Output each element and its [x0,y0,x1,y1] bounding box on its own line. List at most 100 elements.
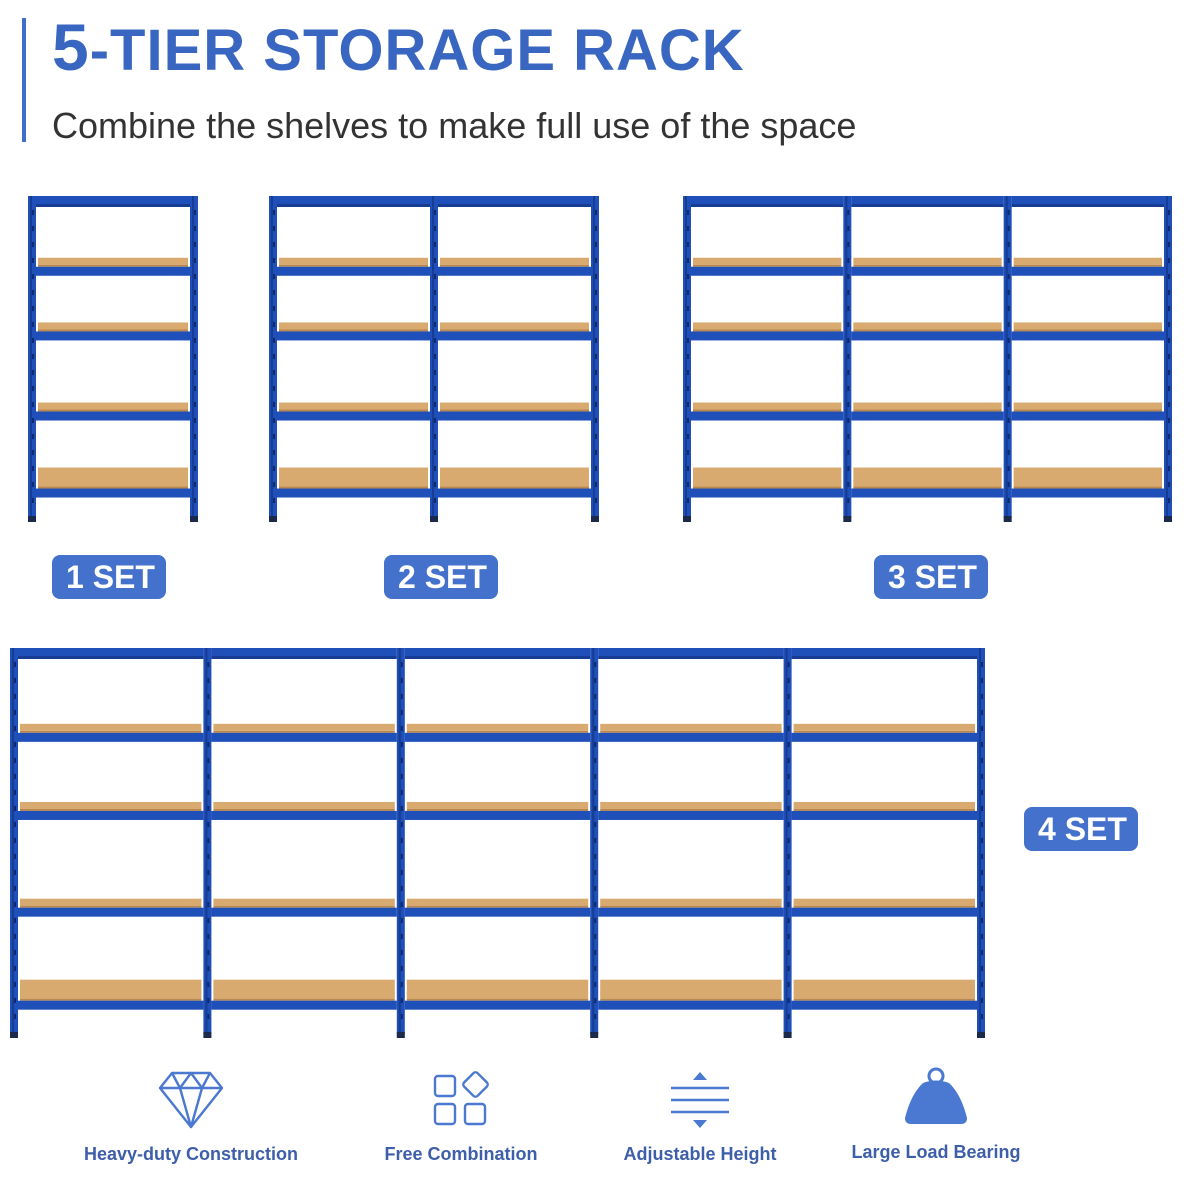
post-slot [1168,370,1170,375]
set-badge-1: 1 SET [52,555,166,599]
post-slot [687,338,689,343]
bottom-board [1013,467,1162,482]
shelf-beam [851,266,1004,276]
post-slot [981,726,983,731]
shelf-board [406,991,589,999]
shelf-board [213,801,395,809]
post-slot [434,466,436,471]
post-slot [273,434,275,439]
upright-post-shade [593,196,595,518]
post-slot [207,806,210,811]
post-slot [400,966,403,971]
post-slot [1007,402,1010,407]
post-foot [269,516,277,522]
shelf-board-edge [213,730,395,733]
post-slot [400,694,403,699]
post-slot [207,902,210,907]
post-slot [594,918,597,923]
shelf-board [853,402,1002,410]
post-slot [434,386,436,391]
shelf-board [279,402,428,410]
shelf-board-edge [406,998,589,1001]
post-slot [787,710,790,715]
shelf-beam [438,331,591,341]
post-slot [687,242,689,247]
post-slot [787,822,790,827]
post-slot [687,258,689,263]
shelf-board [38,322,188,330]
post-slot [434,402,436,407]
post-slot [400,870,403,875]
feature-label-free-combination: Free Combination [384,1144,538,1164]
post-slot [1168,210,1170,215]
top-beam [18,648,204,656]
post-slot [595,466,597,471]
post-slot [595,258,597,263]
shelf-board-edge [20,808,202,811]
post-slot [273,450,275,455]
post-slot [273,370,275,375]
post-slot [194,210,196,215]
post-slot [1007,242,1010,247]
post-slot [594,662,597,667]
post-slot [32,322,34,327]
post-slot [981,918,983,923]
shelf-board-edge [693,329,842,332]
post-slot [194,402,196,407]
post-slot [1168,402,1170,407]
top-beam [277,196,430,204]
post-slot [594,854,597,859]
post-slot [787,678,790,683]
shelf-board [1013,257,1162,265]
post-slot [32,354,34,359]
post-slot [847,402,850,407]
post-slot [1007,290,1010,295]
post-slot [787,854,790,859]
post-slot [1007,434,1010,439]
post-foot [683,516,691,522]
post-slot [194,386,196,391]
top-beam-shadow [438,204,591,207]
shelf-board-edge [600,905,782,908]
post-slot [787,950,790,955]
shelf-board-edge [279,329,428,332]
shelf-beam [404,1000,591,1010]
post-slot [981,950,983,955]
post-slot [207,966,210,971]
post-slot [1168,274,1170,279]
post-slot [207,886,210,891]
shelf-board [853,322,1002,330]
shelf-beam [1011,488,1164,498]
post-slot [32,498,34,503]
post-slot [981,1014,983,1019]
post-slot [434,306,436,311]
feature-label-adjustable-height: Adjustable Height [623,1144,777,1164]
shelf-board-edge [213,808,395,811]
post-foot [977,1032,985,1038]
shelf-beam [1011,331,1164,341]
shelf-beam [277,266,430,276]
post-slot [207,790,210,795]
post-slot [787,886,790,891]
post-slot [434,226,436,231]
post-slot [14,966,16,971]
post-slot [687,354,689,359]
shelf-beam [851,331,1004,341]
shelf-board-edge [440,486,589,489]
post-slot [981,902,983,907]
shelf-board-edge [406,808,589,811]
post-slot [981,758,983,763]
post-slot [400,934,403,939]
post-slot [595,290,597,295]
top-beam-shadow [791,656,977,659]
post-slot [594,726,597,731]
post-slot [687,434,689,439]
rack-2-set [269,196,599,522]
post-slot [273,322,275,327]
post-slot [1007,306,1010,311]
shelf-board-edge [38,409,188,412]
shelf-board [1013,479,1162,487]
post-slot [1007,258,1010,263]
shelf-beam [438,266,591,276]
bottom-board [793,979,975,994]
